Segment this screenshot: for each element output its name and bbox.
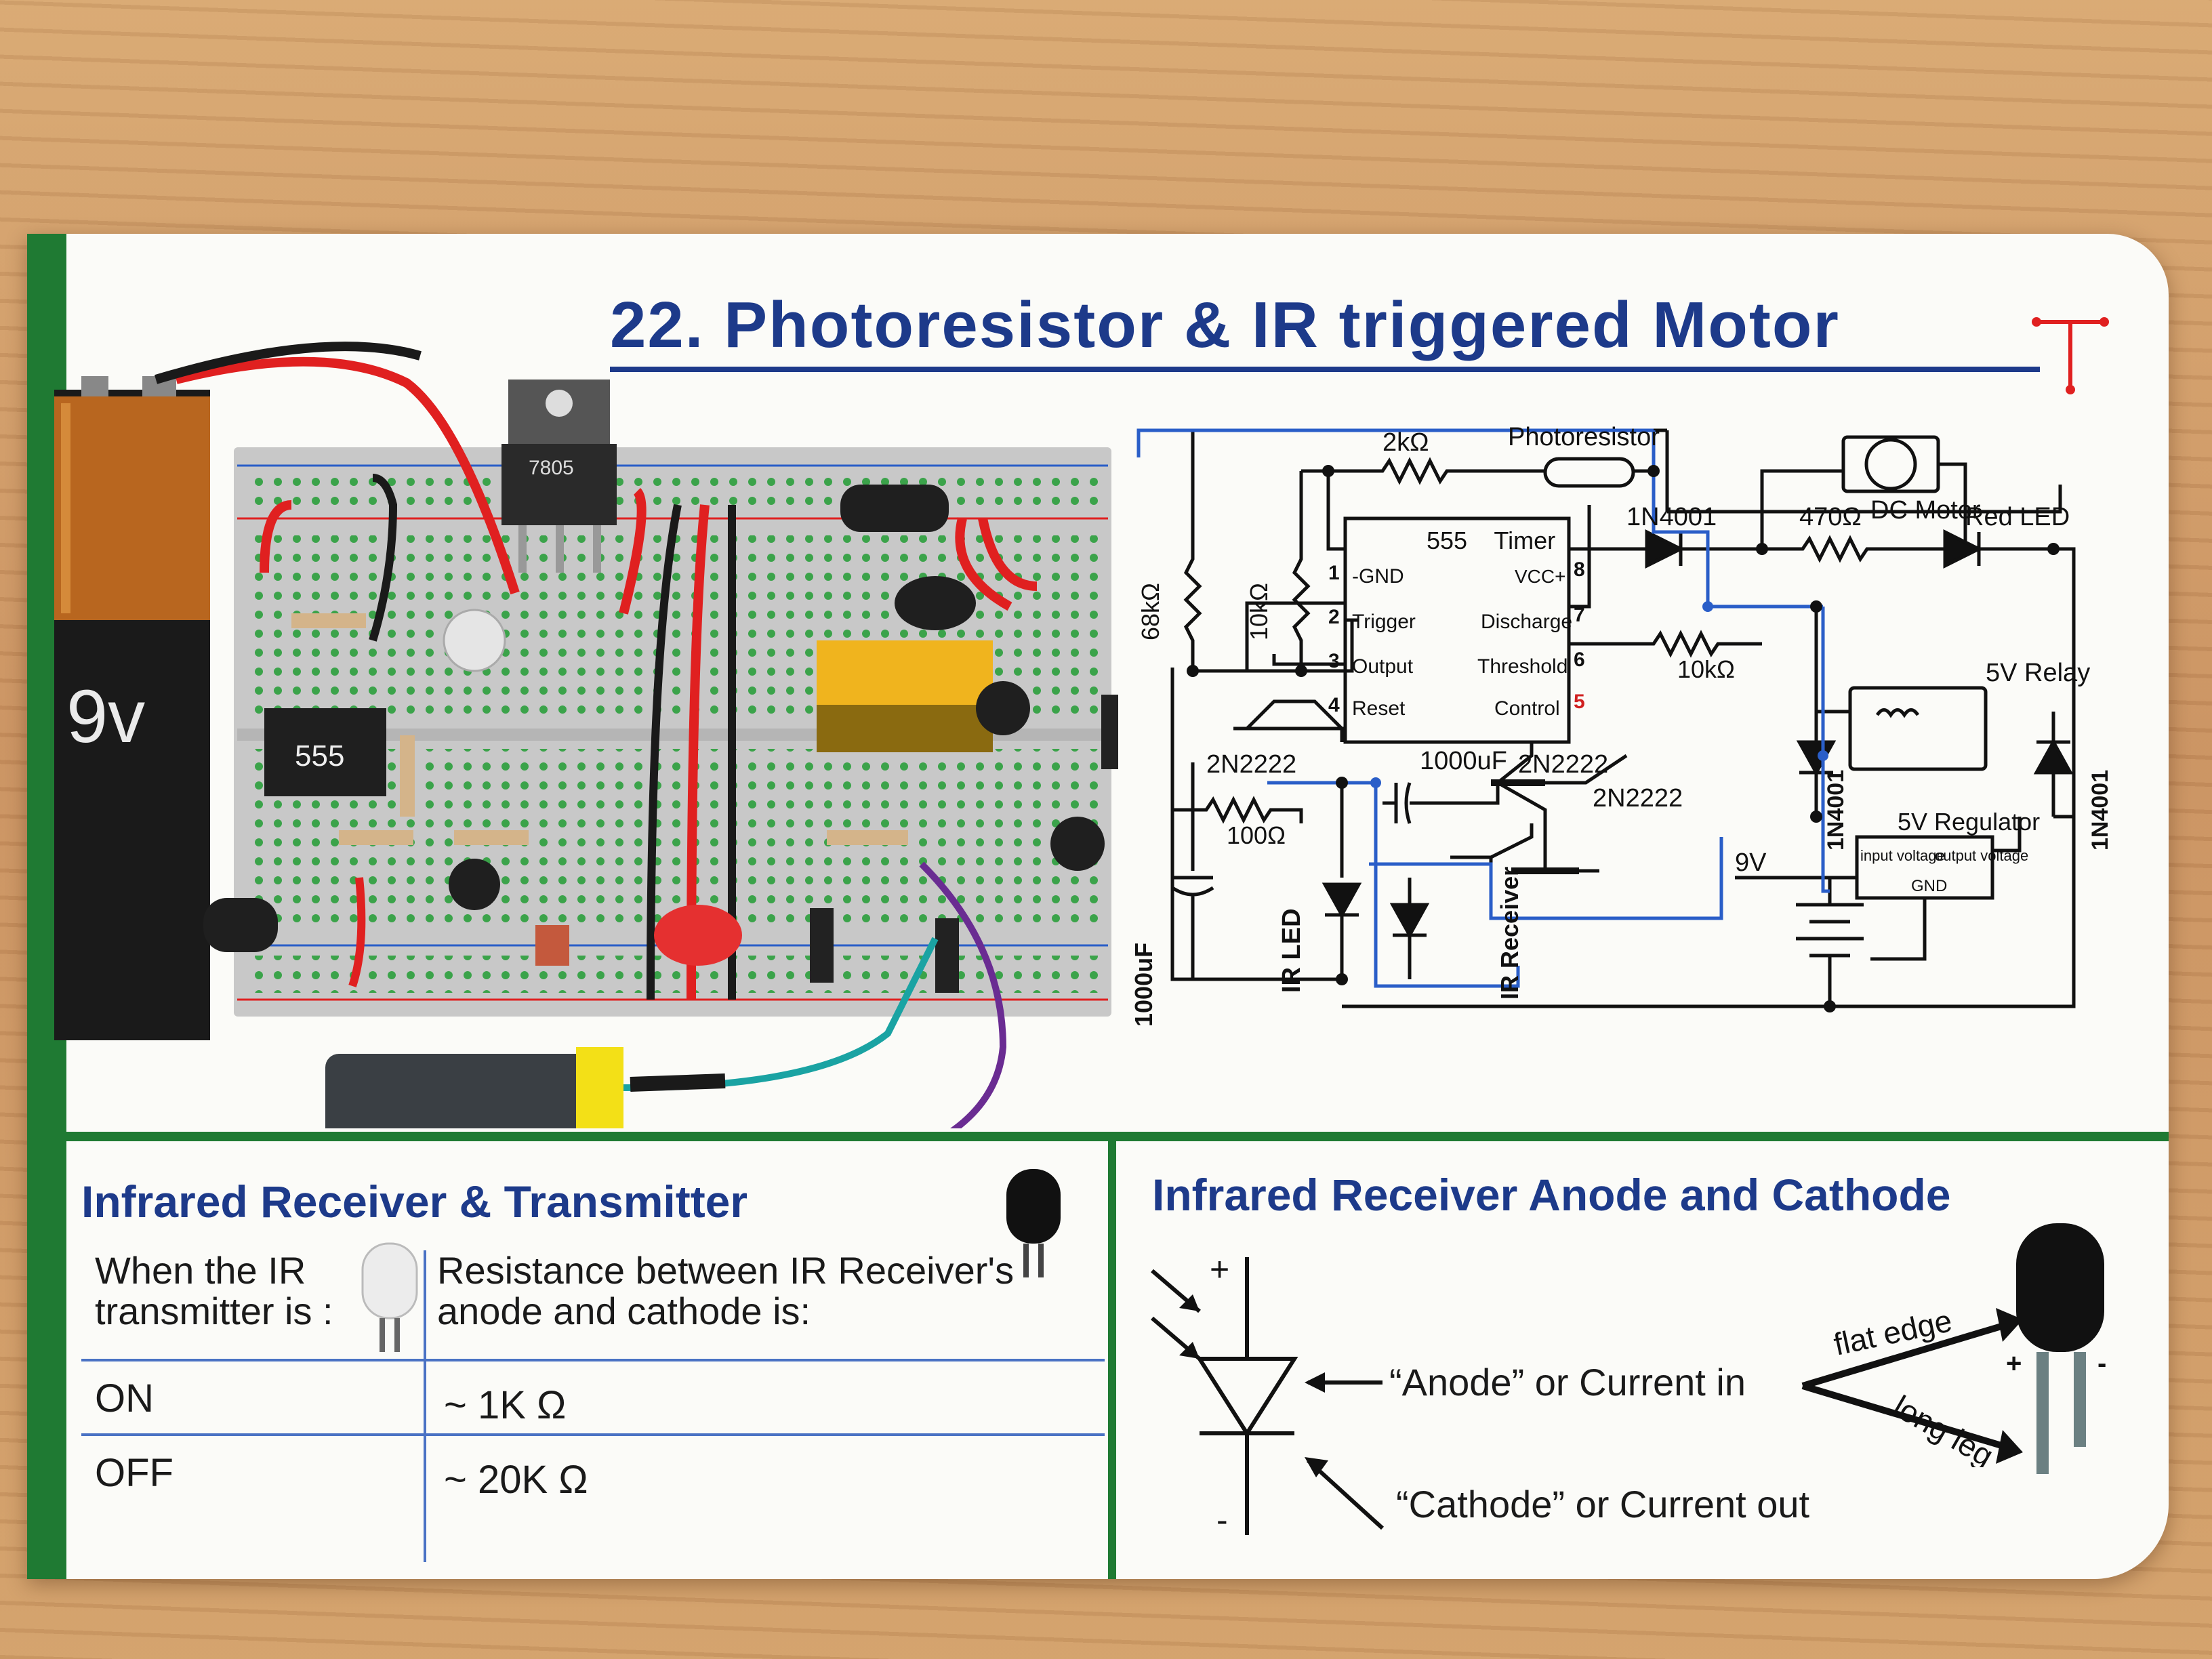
ir-transmitter-icon	[361, 1242, 418, 1352]
table-row-off-state: OFF	[95, 1451, 173, 1495]
ir-diode-symbol: + -	[1151, 1250, 1385, 1539]
instruction-card: 22. Photoresistor & IR triggered Motor 9…	[27, 234, 2169, 1579]
label-pin-discharge: Discharge	[1481, 611, 1572, 633]
diode-plus-label: +	[1210, 1250, 1229, 1288]
label-reg-output: output voltage	[1935, 847, 2028, 864]
table-header-rule	[81, 1359, 1105, 1361]
label-pin-output: Output	[1352, 655, 1414, 678]
table-column-rule	[424, 1250, 426, 1562]
label-2n2222-mid: 2N2222	[1518, 750, 1608, 779]
relay	[817, 640, 993, 752]
dc-motor-illustration	[325, 1047, 623, 1128]
label-1n4001-left: 1N4001	[1823, 770, 1849, 851]
label-100: 100Ω	[1227, 821, 1286, 849]
label-1000uf-mid: 1000uF	[1420, 747, 1507, 775]
transistor-right	[1050, 817, 1105, 871]
pin-number-4: 4	[1328, 694, 1340, 716]
svg-text:-: -	[2097, 1349, 2106, 1378]
ir-receiver-bb	[895, 576, 976, 630]
section-divider-horizontal	[66, 1132, 2169, 1141]
label-ir-led: IR LED	[1277, 908, 1306, 993]
label-5v-relay: 5V Relay	[1986, 659, 2090, 687]
label-555-timer: 555 Timer	[1427, 527, 1555, 554]
label-1000uf-left: 1000uF	[1130, 943, 1158, 1027]
label-pin-gnd: -GND	[1352, 565, 1404, 588]
photoresistor-bb	[535, 925, 569, 966]
pin-number-3: 3	[1328, 650, 1340, 672]
table-row-rule	[81, 1433, 1105, 1436]
pin-number-2: 2	[1328, 606, 1340, 628]
anode-cathode-heading: Infrared Receiver Anode and Cathode	[1152, 1170, 1951, 1220]
flat-edge-label: flat edge	[1830, 1303, 1954, 1362]
transistor-left	[449, 859, 500, 910]
diode-bb-2	[935, 918, 959, 993]
battery-9v	[54, 376, 210, 1040]
ir-receiver-icon-small	[1006, 1169, 1061, 1277]
page-title: 22. Photoresistor & IR triggered Motor	[610, 289, 1840, 361]
svg-text:+: +	[2006, 1349, 2022, 1378]
table-row-off-resistance: ~ 20K Ω	[444, 1458, 588, 1502]
label-470: 470Ω	[1799, 503, 1862, 531]
cathode-label: “Cathode” or Current out	[1396, 1483, 1810, 1525]
voltage-regulator-7805	[501, 380, 617, 573]
ir-table-col2-header: Resistance between IR Receiver's anode a…	[437, 1249, 1015, 1332]
label-reg-input: input voltage	[1860, 847, 1945, 864]
breadboard-illustration: 9v 7805	[54, 342, 1118, 1128]
capacitor-bottom	[203, 898, 278, 952]
label-9v: 9V	[1735, 848, 1767, 877]
label-2n2222-left: 2N2222	[1206, 750, 1296, 779]
label-pin-threshold: Threshold	[1477, 655, 1568, 678]
table-row-on-resistance: ~ 1K Ω	[444, 1383, 567, 1427]
label-10k-left: 10kΩ	[1245, 583, 1273, 640]
label-pin-vcc: VCC+	[1515, 566, 1565, 587]
timer-chip-label: 555	[295, 739, 344, 773]
pin-number-8: 8	[1574, 558, 1585, 581]
label-photoresistor: Photoresistor	[1508, 423, 1660, 451]
label-2k: 2kΩ	[1382, 428, 1429, 457]
label-10k-right: 10kΩ	[1677, 655, 1735, 683]
tee-icon	[2032, 317, 2109, 394]
label-2n2222-low: 2N2222	[1593, 784, 1683, 813]
label-red-led: Red LED	[1965, 503, 2070, 531]
label-reg-gnd: GND	[1911, 877, 1947, 895]
label-pin-reset: Reset	[1352, 697, 1406, 720]
battery-label: 9v	[66, 675, 145, 758]
diode-bb-3	[1101, 695, 1118, 769]
pin-number-7: 7	[1574, 604, 1585, 626]
label-pin-control: Control	[1494, 697, 1560, 720]
pin-number-5: 5	[1574, 691, 1585, 713]
label-1n4001-right: 1N4001	[2087, 770, 2113, 851]
pin-number-6: 6	[1574, 649, 1585, 671]
ir-table-col1-header: When the IR transmitter is :	[95, 1249, 333, 1332]
title-underline	[610, 367, 2040, 372]
transistor-upper	[976, 681, 1030, 735]
anode-arrows: flat edge long leg	[1801, 1303, 2023, 1467]
red-led-bb	[654, 905, 742, 966]
ir-receiver-icon-large: + -	[2006, 1223, 2106, 1474]
ir-led-bb	[443, 609, 506, 672]
label-5v-regulator: 5V Regulator	[1898, 808, 2040, 836]
label-68k: 68kΩ	[1136, 583, 1164, 640]
circuit-schematic: 2kΩ Photoresistor 68kΩ 10kΩ 555 Timer -G…	[1130, 423, 2113, 1027]
label-ir-receiver: IR Receiver	[1496, 867, 1523, 1000]
table-row-on-state: ON	[95, 1376, 154, 1420]
pin-number-1: 1	[1328, 562, 1340, 584]
label-1n4001-top: 1N4001	[1626, 503, 1717, 531]
regulator-chip-label: 7805	[529, 457, 574, 479]
capacitor-top	[840, 485, 949, 532]
long-leg-label: long leg	[1887, 1389, 2000, 1467]
section-divider-vertical	[1108, 1132, 1116, 1579]
diode-bb-1	[810, 908, 834, 983]
label-pin-trigger: Trigger	[1352, 611, 1416, 633]
timer-chip-555	[264, 708, 386, 796]
label-dc-motor: DC Motor	[1870, 496, 1981, 525]
ir-table-heading: Infrared Receiver & Transmitter	[81, 1176, 748, 1227]
diode-minus-label: -	[1216, 1501, 1228, 1539]
anode-label: “Anode” or Current in	[1389, 1361, 1746, 1404]
